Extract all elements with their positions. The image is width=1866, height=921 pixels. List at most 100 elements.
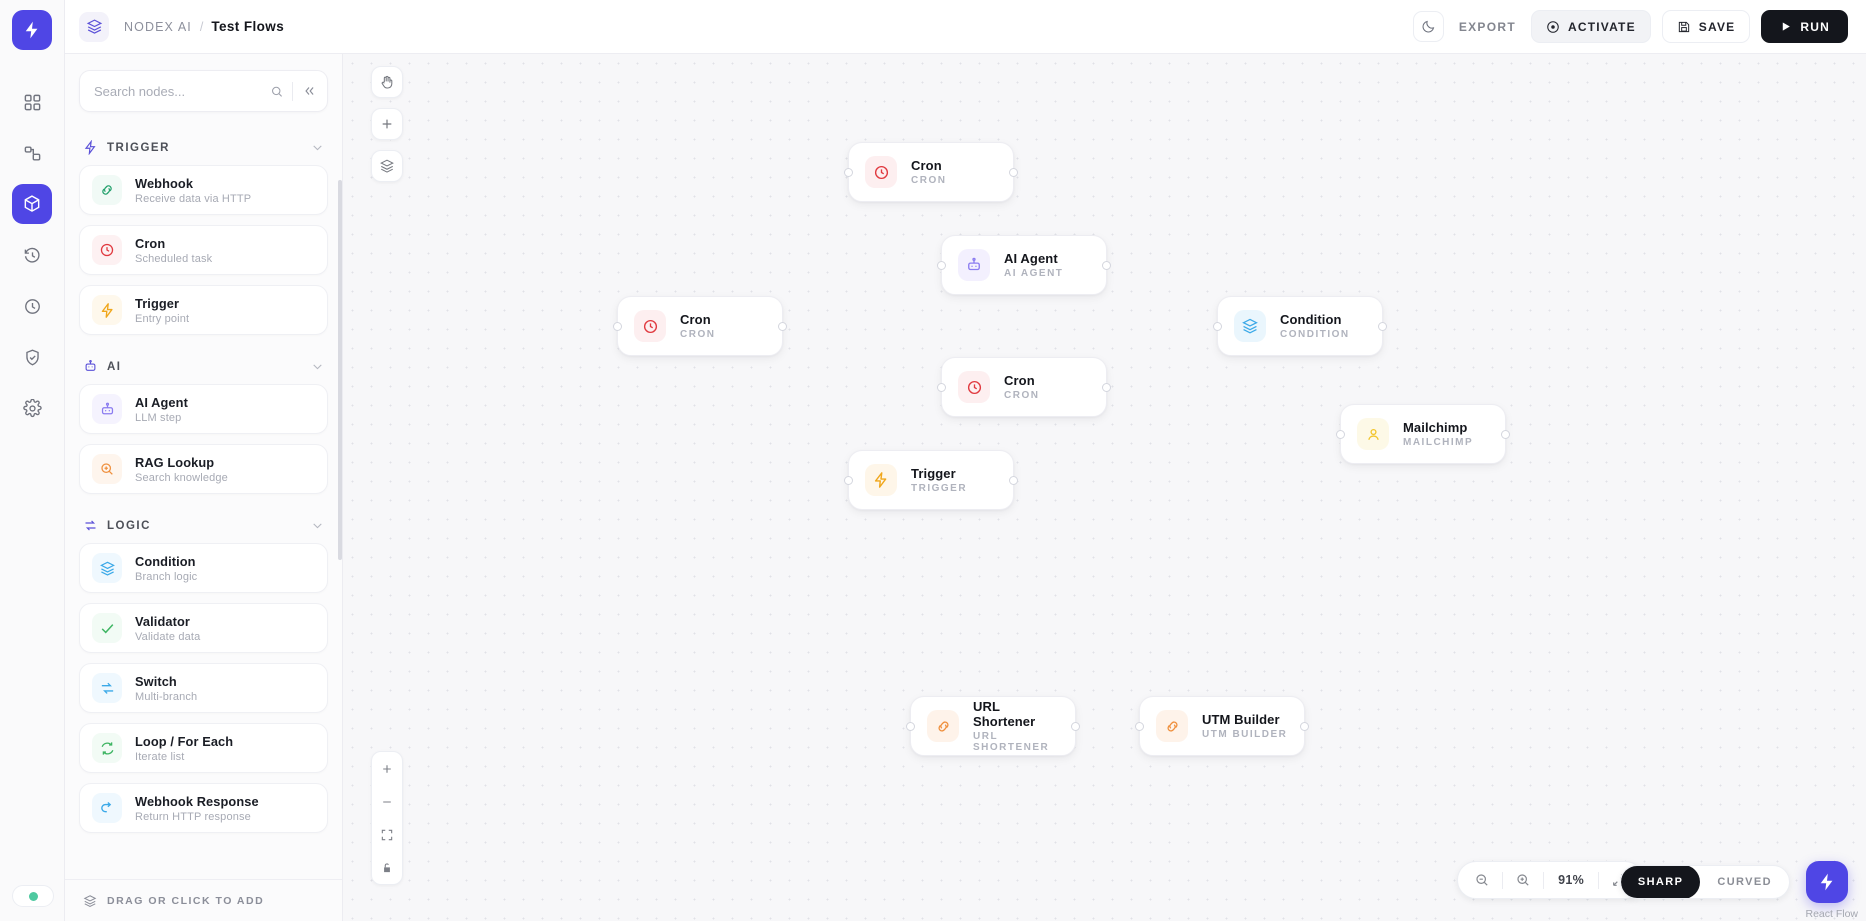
node-title: AI Agent	[1004, 251, 1058, 266]
clock-icon	[874, 165, 888, 179]
activate-label: ACTIVATE	[1567, 19, 1636, 34]
export-button[interactable]: EXPORT	[1458, 19, 1516, 34]
palette-group-header-trigger[interactable]: TRIGGER	[79, 126, 328, 165]
clock-icon-badge	[634, 310, 666, 342]
palette-item-webhook-response[interactable]: Webhook Response Return HTTP response	[79, 783, 328, 833]
pan-tool-button[interactable]	[371, 66, 403, 98]
node-handle-source[interactable]	[1102, 382, 1111, 392]
palette-item-ai-agent[interactable]: AI Agent LLM step	[79, 384, 328, 434]
flow-node-cron-top[interactable]: Cron CRON	[844, 142, 1018, 202]
flow-node-trigger[interactable]: Trigger TRIGGER	[844, 450, 1018, 510]
collapse-panel-button[interactable]	[297, 78, 321, 105]
node-handle-source[interactable]	[778, 321, 787, 331]
node-title: Cron	[680, 312, 711, 327]
flow-canvas[interactable]: Cron CRON AI Agent AI AGENT	[343, 54, 1866, 921]
palette-item-loop[interactable]: Loop / For Each Iterate list	[79, 723, 328, 773]
flow-node-cron-mid[interactable]: Cron CRON	[937, 357, 1111, 417]
node-title: Trigger	[911, 466, 956, 481]
canvas-zoom-in-button[interactable]	[372, 752, 402, 785]
save-label: SAVE	[1698, 19, 1736, 34]
save-button[interactable]: SAVE	[1661, 10, 1751, 43]
breadcrumb-root[interactable]: NODEX AI	[124, 19, 192, 34]
node-handle-target[interactable]	[937, 382, 946, 392]
sidebar-item-workflows[interactable]	[12, 133, 52, 173]
flow-node-mailchimp[interactable]: Mailchimp MAILCHIMP	[1336, 404, 1510, 464]
node-handle-source[interactable]	[1009, 167, 1018, 177]
palette-item-webhook[interactable]: Webhook Receive data via HTTP	[79, 165, 328, 215]
sidebar-item-builder[interactable]	[12, 184, 52, 224]
flow-node-url-shortener[interactable]: URL Shortener URL SHORTENER	[906, 696, 1080, 756]
palette-item-validator[interactable]: Validator Validate data	[79, 603, 328, 653]
palette-item-trigger[interactable]: Trigger Entry point	[79, 285, 328, 335]
lock-icon	[384, 862, 390, 872]
node-handle-source[interactable]	[1009, 475, 1018, 485]
node-handle-source[interactable]	[1102, 260, 1111, 270]
node-handle-target[interactable]	[937, 260, 946, 270]
switch-icon-badge	[92, 673, 122, 703]
sidebar-item-dashboard[interactable]	[12, 82, 52, 122]
node-handle-target[interactable]	[613, 321, 622, 331]
palette-item-condition[interactable]: Condition Branch logic	[79, 543, 328, 593]
node-handle-target[interactable]	[1336, 429, 1345, 439]
node-title: URL Shortener	[973, 699, 1036, 729]
canvas-lock-button[interactable]	[372, 851, 402, 884]
palette-item-switch[interactable]: Switch Multi-branch	[79, 663, 328, 713]
node-handle-target[interactable]	[1213, 321, 1222, 331]
nodes-icon	[24, 145, 40, 161]
palette-item-cron[interactable]: Cron Scheduled task	[79, 225, 328, 275]
node-handle-target[interactable]	[844, 167, 853, 177]
rag-lookup-icon-badge	[92, 454, 122, 484]
connection-status-badge	[12, 885, 54, 907]
robot-icon	[968, 257, 980, 271]
node-subtitle: CRON	[911, 175, 947, 186]
search-box[interactable]	[79, 70, 328, 112]
edge-style-sharp[interactable]: SHARP	[1620, 866, 1701, 898]
layers-icon	[86, 19, 102, 34]
palette-item-title: Condition	[135, 553, 196, 569]
node-handle-target[interactable]	[1135, 721, 1144, 731]
node-handle-source[interactable]	[1071, 721, 1080, 731]
sidebar-item-security[interactable]	[12, 337, 52, 377]
node-handle-target[interactable]	[844, 475, 853, 485]
validator-icon-badge	[92, 613, 122, 643]
bolt-icon	[874, 472, 887, 488]
flow-node-cron-left[interactable]: Cron CRON	[613, 296, 787, 356]
palette-item-rag-lookup[interactable]: RAG Lookup Search knowledge	[79, 444, 328, 494]
search-divider	[291, 81, 293, 101]
palette-group-header-ai[interactable]: AI	[79, 345, 328, 384]
canvas-zoom-out-button[interactable]	[372, 785, 402, 818]
node-handle-source[interactable]	[1378, 321, 1387, 331]
palette-group-header-logic[interactable]: LOGIC	[79, 504, 328, 543]
react-flow-attribution[interactable]: React Flow	[1805, 908, 1858, 920]
node-subtitle: URL SHORTENER	[973, 731, 1050, 753]
flow-node-condition[interactable]: Condition CONDITION	[1213, 296, 1387, 356]
zoom-in-button[interactable]	[1508, 865, 1538, 895]
flow-node-ai-agent[interactable]: AI Agent AI AGENT	[937, 235, 1111, 295]
app-logo[interactable]	[12, 10, 52, 50]
node-handle-source[interactable]	[1501, 429, 1510, 439]
layers-panel-button[interactable]	[371, 150, 403, 182]
palette-item-title: Cron	[135, 235, 166, 251]
quick-action-fab[interactable]	[1806, 861, 1848, 903]
sidebar-item-history[interactable]	[12, 235, 52, 275]
node-handle-source[interactable]	[1300, 721, 1309, 731]
activate-button[interactable]: ACTIVATE	[1530, 10, 1651, 43]
edge-style-curved[interactable]: CURVED	[1717, 876, 1772, 888]
palette-scrollbar[interactable]	[338, 180, 342, 560]
zoom-out-button[interactable]	[1467, 865, 1497, 895]
sidebar-item-settings[interactable]	[12, 388, 52, 428]
bolt-icon	[101, 302, 113, 318]
palette-item-subtitle: Iterate list	[135, 750, 185, 763]
node-handle-target[interactable]	[906, 721, 915, 731]
run-button[interactable]: RUN	[1761, 10, 1848, 43]
power-circle-icon	[1547, 20, 1559, 33]
flow-node-utm-builder[interactable]: UTM Builder UTM BUILDER	[1135, 696, 1309, 756]
loop-icon-badge	[92, 733, 122, 763]
palette-scroll-area[interactable]: TRIGGER Webhook Receive data via HTTP	[65, 122, 342, 879]
user-icon-badge	[1357, 418, 1389, 450]
theme-toggle-button[interactable]	[1412, 11, 1444, 42]
search-input[interactable]	[94, 83, 270, 99]
sidebar-item-schedules[interactable]	[12, 286, 52, 326]
canvas-fit-view-button[interactable]	[372, 818, 402, 851]
add-node-button[interactable]	[371, 108, 403, 140]
